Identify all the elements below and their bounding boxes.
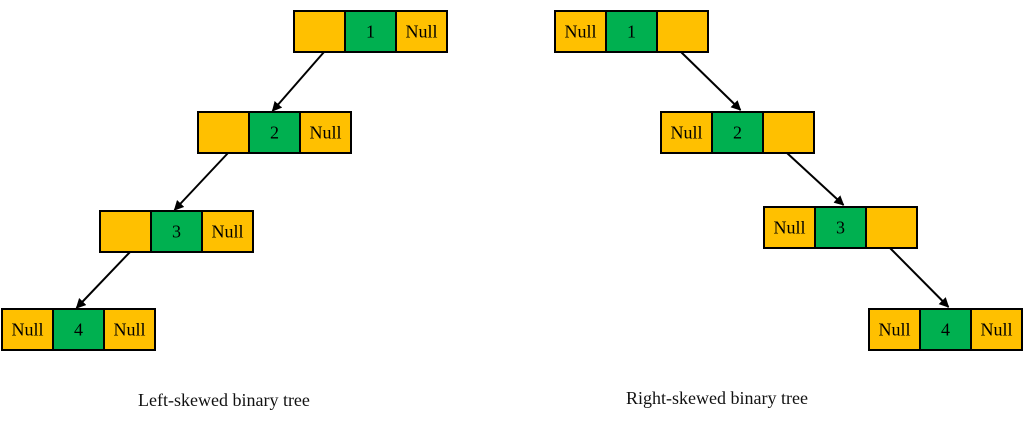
left-pointer-cell: [293, 10, 346, 53]
value-cell: [248, 111, 301, 154]
right-pointer-cell: [201, 210, 254, 253]
right-tree-edge-3-to-4: [889, 247, 950, 308]
right-tree-node-4: Null 4 Null: [868, 308, 1023, 351]
right-pointer-cell: [970, 308, 1023, 351]
left-pointer-cell: [868, 308, 921, 351]
left-pointer-label: Null: [878, 320, 910, 340]
left-tree-node-4: Null 4 Null: [1, 308, 156, 351]
tree-edges: [75, 51, 950, 309]
left-pointer-cell: [197, 111, 250, 154]
value-cell: [711, 111, 764, 154]
right-pointer-cell: [395, 10, 448, 53]
right-pointer-label: Null: [980, 320, 1012, 340]
value-label: 2: [270, 123, 279, 143]
right-pointer-label: Null: [211, 222, 243, 242]
right-pointer-cell: [299, 111, 352, 154]
left-pointer-cell: [554, 10, 607, 53]
right-pointer-cell: [103, 308, 156, 351]
left-pointer-cell: [660, 111, 713, 154]
right-tree-node-3: Null 3: [763, 206, 918, 249]
left-tree-node-2: 2 Null: [197, 111, 352, 154]
right-tree-node-2: Null 2: [660, 111, 815, 154]
value-cell: [344, 10, 397, 53]
right-tree-edge-1-to-2: [680, 51, 742, 111]
left-tree-node-1: 1 Null: [293, 10, 448, 53]
left-tree-edge-3-to-4: [75, 251, 131, 309]
left-pointer-label: Null: [11, 320, 43, 340]
value-cell: [919, 308, 972, 351]
right-pointer-cell: [656, 10, 709, 53]
right-pointer-cell: [762, 111, 815, 154]
value-cell: [52, 308, 105, 351]
left-pointer-label: Null: [564, 22, 596, 42]
value-label: 3: [172, 222, 181, 242]
value-label: 3: [836, 218, 845, 238]
right-pointer-label: Null: [309, 123, 341, 143]
value-label: 2: [733, 123, 742, 143]
value-label: 1: [366, 22, 375, 42]
right-tree-caption: Right-skewed binary tree: [626, 388, 808, 408]
left-pointer-cell: [1, 308, 54, 351]
left-pointer-label: Null: [670, 123, 702, 143]
value-label: 4: [74, 320, 83, 340]
right-tree-edge-2-to-3: [786, 152, 845, 206]
left-pointer-cell: [99, 210, 152, 253]
left-pointer-label: Null: [773, 218, 805, 238]
left-tree-edge-1-to-2: [271, 51, 325, 112]
right-pointer-label: Null: [405, 22, 437, 42]
right-pointer-label: Null: [113, 320, 145, 340]
left-tree-node-3: 3 Null: [99, 210, 254, 253]
left-tree-caption: Left-skewed binary tree: [138, 390, 310, 410]
value-label: 4: [941, 320, 950, 340]
right-pointer-cell: [865, 206, 918, 249]
right-tree-node-1: Null 1: [554, 10, 709, 53]
value-cell: [150, 210, 203, 253]
value-label: 1: [627, 22, 636, 42]
left-pointer-cell: [763, 206, 816, 249]
left-tree-edge-2-to-3: [173, 152, 229, 211]
